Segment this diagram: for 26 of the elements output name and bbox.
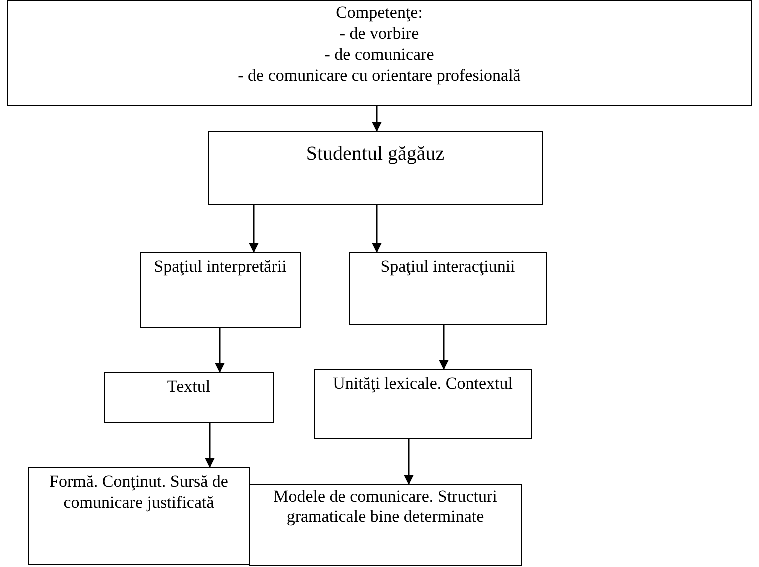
process-box [314, 369, 532, 439]
arrow [439, 325, 449, 370]
box-text: Modele de comunicare. Structuri gramaticale bine determinate [272, 487, 498, 527]
arrow [372, 205, 382, 253]
arrow [404, 439, 414, 485]
box-text: Textul [167, 376, 211, 397]
box-text: Spaţiul interpretării [154, 256, 287, 277]
process-box [7, 0, 752, 106]
arrow [372, 106, 382, 132]
box-text: - de comunicare [324, 44, 434, 65]
process-box [349, 252, 547, 325]
process-box [28, 467, 250, 565]
process-box [104, 372, 274, 423]
process-box [249, 484, 522, 566]
process-box [140, 252, 301, 328]
box-text: Spaţiul interacţiunii [380, 256, 516, 277]
box-text: Formă. Conţinut. Sursă de comunicare justificată [48, 471, 230, 513]
box-text: - de comunicare cu orientare profesională [238, 65, 521, 86]
arrow [215, 328, 225, 373]
box-text: Studentul găgăuz [306, 142, 445, 166]
arrow [249, 205, 259, 253]
box-text: - de vorbire [340, 23, 420, 44]
box-text: Competenţe: [336, 2, 423, 23]
arrow [205, 423, 215, 468]
process-box [208, 131, 543, 205]
box-text: Unităţi lexicale. Contextul [333, 373, 513, 394]
